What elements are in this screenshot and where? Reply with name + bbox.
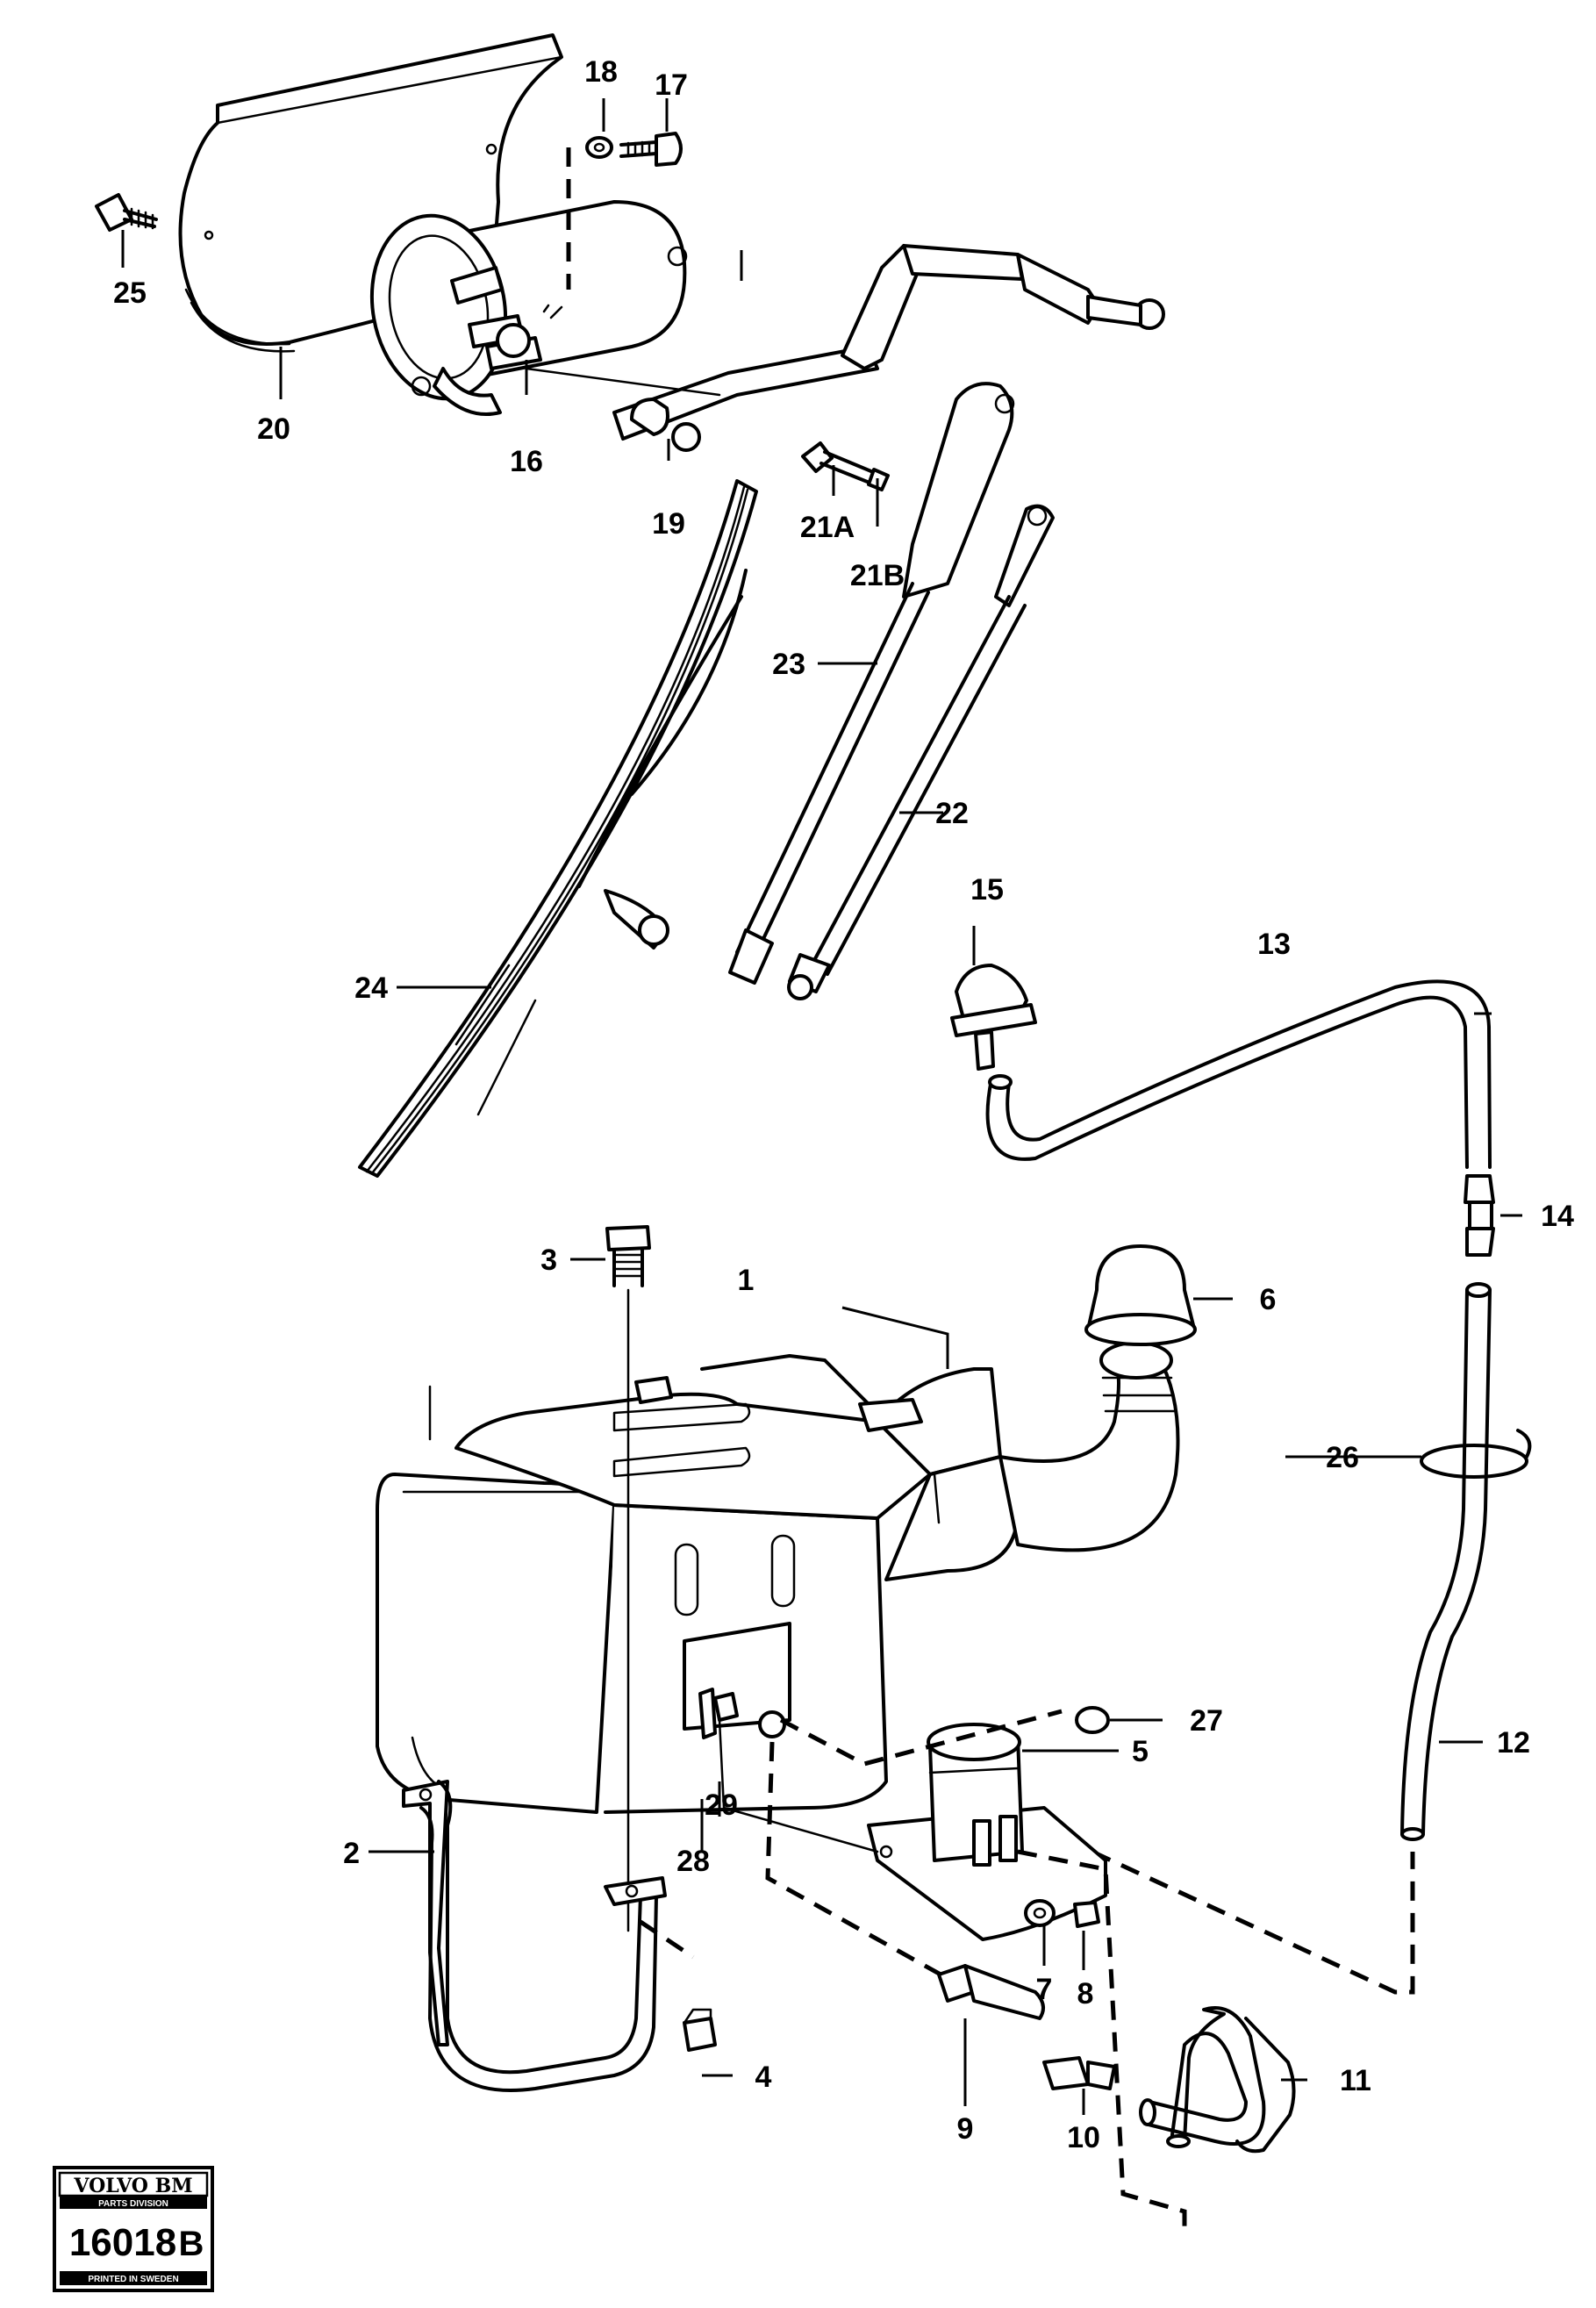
callout-5: 5 [1132,1735,1149,1768]
nut-4 [683,2008,717,2052]
callout-1: 1 [738,1264,755,1297]
callout-6: 6 [1260,1283,1277,1316]
callout-12: 12 [1497,1726,1530,1760]
washer-nozzle-15 [950,964,1037,1071]
callout-9: 9 [957,2112,974,2146]
callout-7: 7 [1036,1973,1053,2006]
dashed-link-pump-side [1017,1849,1187,2229]
callout-23: 23 [772,648,805,681]
wiper-arm-23 [728,382,1015,985]
callout-25: 25 [113,276,147,310]
grommet-28 [698,1688,717,1739]
callout-29: 29 [705,1788,738,1822]
nut-8 [1073,1901,1100,1928]
fitting-10 [1042,2056,1116,2090]
wiper-motor-16 [369,200,688,416]
stamp-brand: VOLVO BM [73,2175,192,2197]
hose-clip-26 [1420,1429,1532,1479]
bolt-3 [605,1225,651,1932]
callout-21a: 21A [800,511,855,544]
stamp-printed: PRINTED IN SWEDEN [88,2275,178,2284]
callout-20: 20 [257,412,290,446]
callout-2: 2 [343,1837,360,1870]
callout-13: 13 [1257,928,1291,961]
linkage-19 [525,244,1165,452]
dashed-link-pump-hose [1034,1823,1415,1995]
callout-18: 18 [584,55,618,89]
washer-reservoir-1 [376,1354,1020,1814]
wiper-arm-22 [787,504,1055,1000]
callout-3: 3 [540,1244,557,1277]
callout-19: 19 [652,507,685,541]
callout-10: 10 [1067,2121,1100,2154]
bolt-25 [95,193,158,232]
plug-27 [1075,1706,1110,1734]
callout-8: 8 [1077,1977,1094,2011]
fitting-9 [937,1964,1045,2020]
stamp-number: 16018 [69,2221,176,2264]
stamp-division: PARTS DIVISION [98,2199,168,2209]
callout-21b: 21B [850,559,905,592]
dashed-link-tank-pipe [765,1741,958,1986]
bolt-21a [801,441,890,491]
callout-22: 22 [935,797,969,830]
washer-7 [1024,1899,1056,1927]
washer-pump-5 [867,1723,1107,1941]
connector-14 [1464,1174,1495,1257]
callout-16: 16 [510,445,543,478]
leader-lines [121,98,1522,2115]
callout-28: 28 [676,1845,710,1878]
callout-27: 27 [1190,1704,1223,1738]
washer-18 [585,136,613,159]
callout-11: 11 [1340,2064,1371,2097]
callout-26: 26 [1326,1441,1359,1474]
mounting-strap-2 [402,1780,667,2093]
dashed-link-tank-pump [779,1709,1063,1767]
filler-cap-6 [1084,1244,1197,1346]
callout-15: 15 [970,873,1004,907]
callout-4: 4 [755,2061,772,2094]
washer-hose-13 [985,979,1492,1169]
callout-17: 17 [655,68,688,102]
wiper-blade-24 [358,479,758,1178]
callout-14: 14 [1541,1200,1574,1233]
callout-24: 24 [354,971,388,1005]
screw-17 [619,132,683,167]
pipe-11 [1139,2006,1296,2154]
stamp-suffix: B [179,2225,204,2263]
washer-hose-12 [1400,1282,1492,1841]
screw-29 [713,1692,786,1738]
volvo-bm-stamp: VOLVO BM PARTS DIVISION 16018 B PRINTED … [53,2166,214,2292]
dashed-link-strap-nut [639,1919,695,1960]
